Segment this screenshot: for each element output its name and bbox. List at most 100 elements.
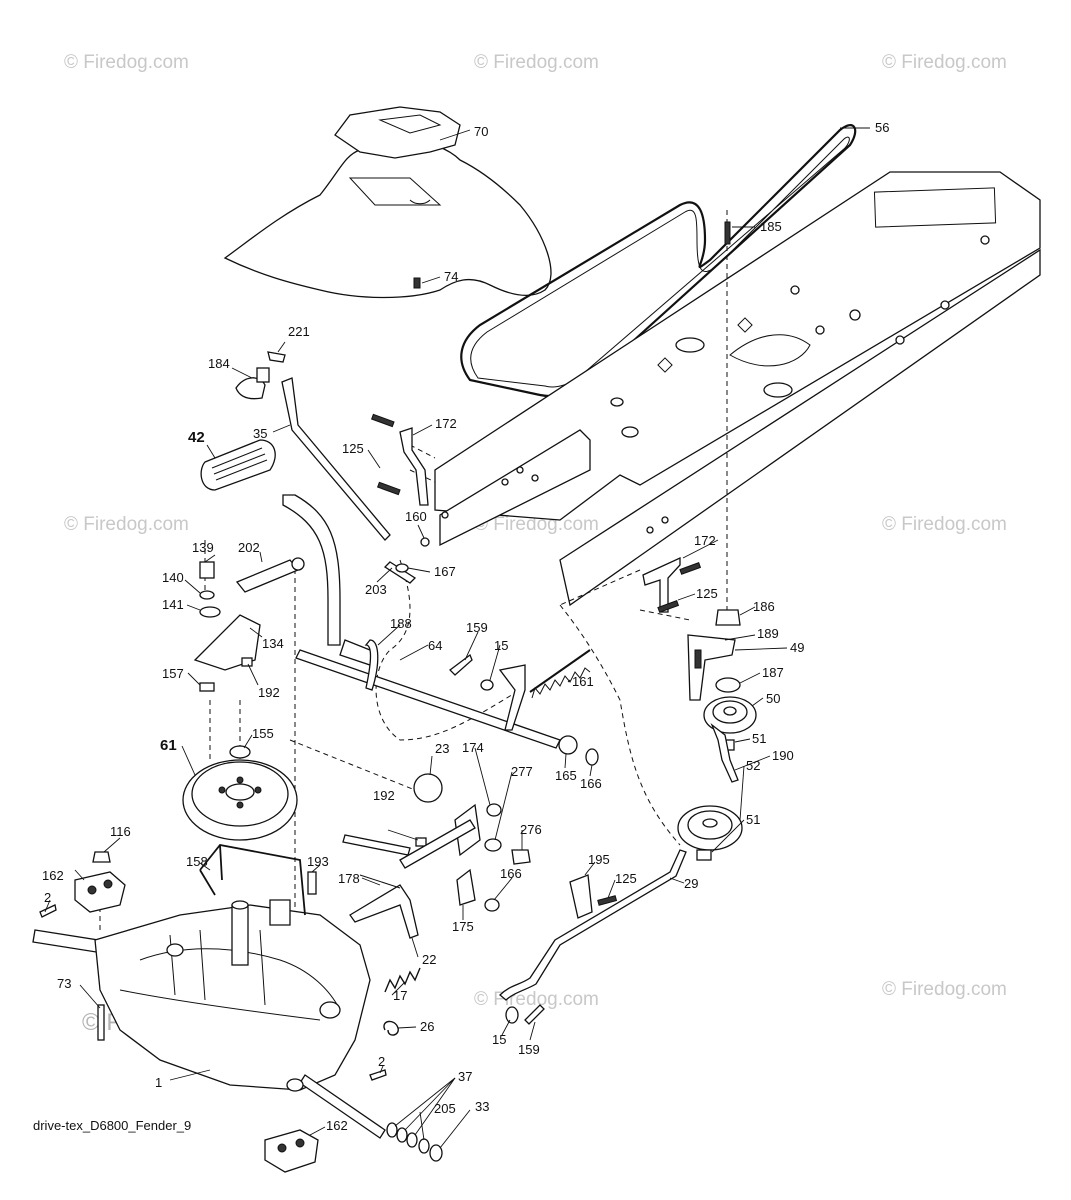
- callout-label: 190: [772, 748, 794, 763]
- chassis-hole: [980, 235, 990, 245]
- callout-label: 37: [458, 1069, 472, 1084]
- washer-277: [484, 838, 502, 852]
- callout-label: 17: [393, 988, 407, 1003]
- callout-label: 116: [110, 824, 131, 839]
- nut-192: [241, 657, 253, 667]
- callout-label: 205: [434, 1101, 456, 1116]
- axle-washers: [386, 1122, 443, 1162]
- watermark: © Firedog.com: [882, 52, 1007, 73]
- callout-label: 162: [42, 868, 64, 883]
- bolt-185: [724, 221, 731, 245]
- watermark: © Firedog.com: [882, 514, 1007, 535]
- brackets: [370, 221, 731, 613]
- watermark: © Firedog.com: [474, 52, 599, 73]
- bolt-125: [597, 895, 618, 906]
- callout-label: 2: [378, 1054, 385, 1069]
- callout-label: 70: [474, 124, 488, 139]
- pedal-pad-184: [235, 377, 266, 400]
- callout-label: 172: [435, 416, 457, 431]
- callout-label: 64: [428, 638, 442, 653]
- control-rod-178: [342, 834, 411, 856]
- idler-assembly: [677, 609, 757, 861]
- callout-label: 140: [162, 570, 184, 585]
- screw-74: [413, 277, 421, 289]
- lever-22: [349, 884, 419, 939]
- callout-label: 26: [420, 1019, 434, 1034]
- watermark: © Firedog.com: [64, 514, 189, 535]
- chassis-top: [434, 171, 1041, 521]
- transmission-pulley: [182, 745, 298, 841]
- nut-51-lower: [696, 849, 712, 861]
- callout-label: 2: [44, 890, 51, 905]
- callout-label: 158: [186, 854, 208, 869]
- washer-157: [199, 682, 215, 692]
- callout-label: 166: [500, 866, 522, 881]
- callout-label: 166: [580, 776, 602, 791]
- callout-label: 125: [342, 441, 364, 456]
- callout-label: 188: [390, 616, 412, 631]
- callout-label: 192: [258, 685, 280, 700]
- chassis-hole: [895, 335, 905, 345]
- shaft-mount: [269, 899, 291, 926]
- bolt-189: [694, 649, 702, 669]
- shift-rod-158: [199, 844, 317, 916]
- callout-label: 33: [475, 1099, 489, 1114]
- chassis-hole: [940, 300, 950, 310]
- speed-control-linkage: [342, 773, 531, 939]
- callout-label: 61: [160, 737, 177, 754]
- spring-26: [383, 1020, 399, 1036]
- pedal-rod: [282, 494, 341, 646]
- pin-159: [449, 653, 473, 676]
- clutch-linkage-left: [193, 557, 305, 692]
- watermark: © Firedog.com: [64, 52, 189, 73]
- callout-label: 139: [192, 540, 214, 555]
- watermark: © Firedog.com: [474, 989, 599, 1010]
- clip-160: [420, 537, 430, 547]
- callout-label: 203: [365, 582, 387, 597]
- chassis-hole: [516, 466, 524, 474]
- fender-body: [223, 139, 552, 299]
- callout-label: 161: [572, 674, 594, 689]
- callout-label: 56: [875, 120, 889, 135]
- callout-label: 42: [188, 429, 205, 446]
- bushing-186: [715, 609, 741, 626]
- transaxle-1: [32, 899, 386, 1139]
- fender-assembly: [223, 106, 552, 299]
- bracket-195: [569, 874, 593, 919]
- washer-15: [505, 1006, 519, 1024]
- watermarks: © Firedog.com © Firedog.com © Firedog.co…: [64, 52, 1007, 1036]
- callout-label: 174: [462, 740, 484, 755]
- spring-17: [384, 967, 421, 993]
- callout-label: 175: [452, 919, 474, 934]
- callout-label: 186: [753, 599, 775, 614]
- pedal-linkage: [200, 351, 391, 646]
- washer-140: [199, 590, 215, 600]
- washer-166: [585, 748, 599, 766]
- chassis-cutout: [873, 187, 997, 228]
- callout-label: 193: [307, 854, 329, 869]
- nut-33: [429, 1144, 443, 1162]
- bolt-193: [307, 871, 317, 895]
- callout-label: 185: [760, 219, 782, 234]
- pedal-clip-221: [267, 351, 286, 363]
- nut-192: [415, 837, 427, 847]
- callout-label: 157: [162, 666, 184, 681]
- chassis-hole: [501, 478, 509, 486]
- callout-label: 195: [588, 852, 610, 867]
- washer-187: [715, 677, 741, 693]
- washer-174: [486, 803, 502, 817]
- bracket-172-upper: [399, 427, 429, 506]
- callout-label: 1: [155, 1075, 162, 1090]
- bracket-172-lower: [642, 556, 681, 613]
- link-rod: [399, 819, 476, 869]
- callout-label: 15: [494, 638, 508, 653]
- washer-205: [418, 1138, 430, 1154]
- watermark: © Firedog.com: [882, 979, 1007, 1000]
- chassis-hole: [441, 511, 449, 519]
- bolt-125: [376, 481, 401, 496]
- axle-mount-162-lower: [264, 1129, 319, 1173]
- callout-label: 167: [434, 564, 456, 579]
- callout-label: 202: [238, 540, 260, 555]
- washer-141: [199, 606, 221, 618]
